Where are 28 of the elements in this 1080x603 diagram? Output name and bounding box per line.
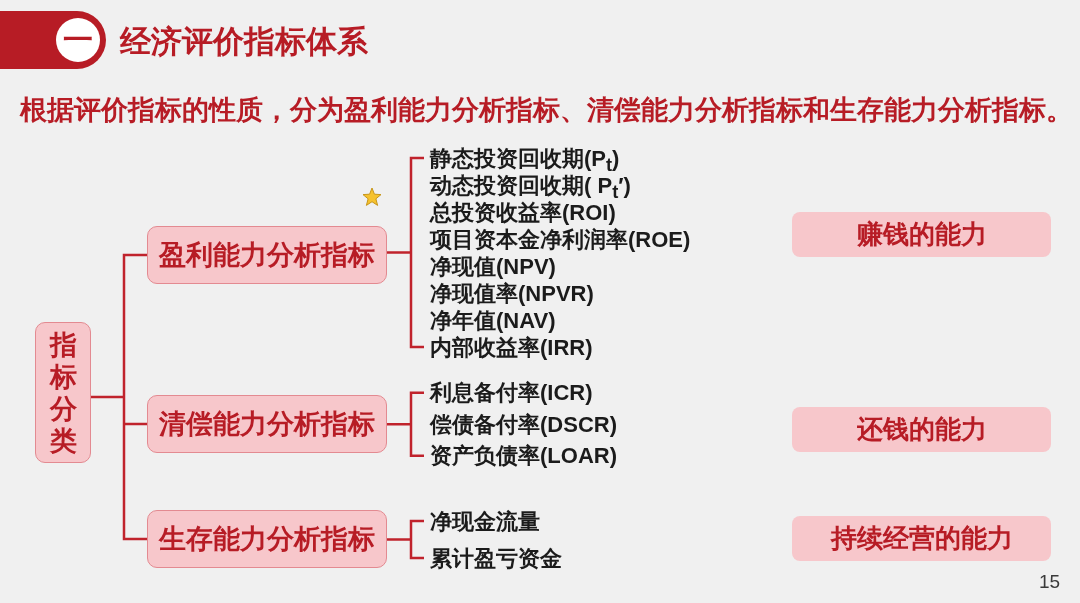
list-item: 累计盈亏资金 [430,544,562,573]
list-item: 利息备付率(ICR) [430,379,593,407]
highlight-box: 还钱的能力 [792,407,1051,452]
page-number: 15 [1039,570,1061,594]
list-item: 内部收益率(IRR) [430,333,593,361]
rounded-box: 清偿能力分析指标 [147,395,387,453]
list-item: 净年值(NAV) [430,306,556,334]
list-item: 动态投资回收期( P$_{t}$′) [430,171,631,199]
list-item: 项目资本金净利润率(ROE) [430,225,691,253]
list-item: 偿债备付率(DSCR) [430,410,617,439]
list-item: 净现值率(NPVR) [430,279,594,307]
list-item: 静态投资回收期(P$_{t}$) [430,144,620,172]
bracket-line [385,391,426,457]
title: 经济评价指标体系 [120,23,368,61]
list-item: 净现值(NPV) [430,252,556,280]
highlight-box: 持续经营的能力 [792,516,1051,561]
bracket-line [385,156,426,349]
bracket-line [385,519,426,560]
number-badge: 一 [56,18,100,62]
list-item: 总投资收益率(ROI) [430,198,616,226]
rounded-box: 指标分类 [35,322,91,463]
subtitle-text: 根据评价指标的性质，分为盈利能力分析指标、清偿能力分析指标和生存能力分析指标。 [20,94,1073,127]
highlight-box: 赚钱的能力 [792,212,1051,257]
rounded-box: 盈利能力分析指标 [147,226,387,284]
list-item: 资产负债率(LOAR) [430,442,617,470]
bracket-line [89,253,149,541]
rounded-box: 生存能力分析指标 [147,510,387,568]
list-item: 净现金流量 [430,507,540,536]
